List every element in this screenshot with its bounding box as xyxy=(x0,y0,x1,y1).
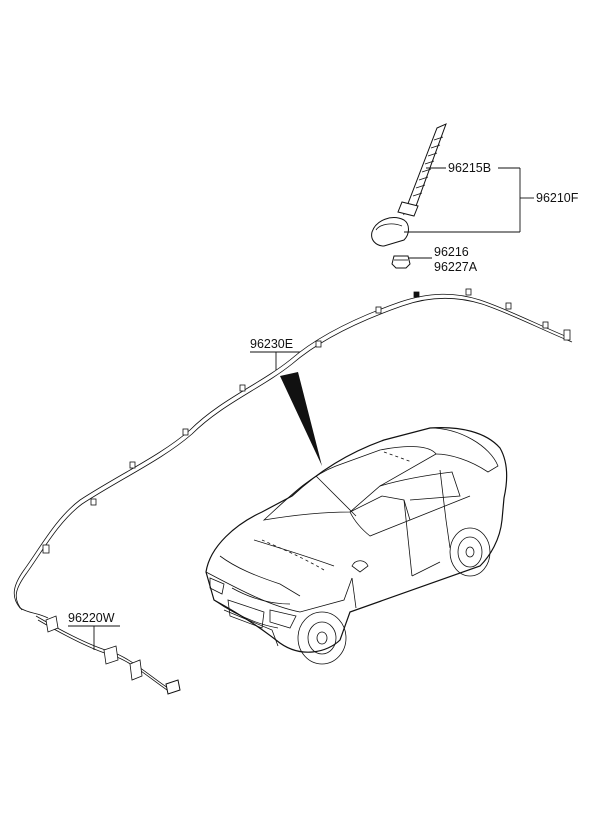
callout-96216: 96216 xyxy=(434,245,469,259)
antenna-rod-part xyxy=(397,123,447,217)
callout-96230E: 96230E xyxy=(250,337,293,351)
callout-96210F: 96210F xyxy=(536,191,579,205)
callout-96227A: 96227A xyxy=(434,260,478,274)
antenna-base-part xyxy=(371,217,409,247)
roof-cable-part xyxy=(13,288,573,619)
feeder-cable-part xyxy=(35,615,181,695)
callout-96215B: 96215B xyxy=(448,161,491,175)
car-illustration xyxy=(205,427,508,665)
callout-96220W: 96220W xyxy=(68,611,115,625)
pointer-arrow-shape xyxy=(280,372,322,466)
antenna-nut-part xyxy=(391,255,411,269)
